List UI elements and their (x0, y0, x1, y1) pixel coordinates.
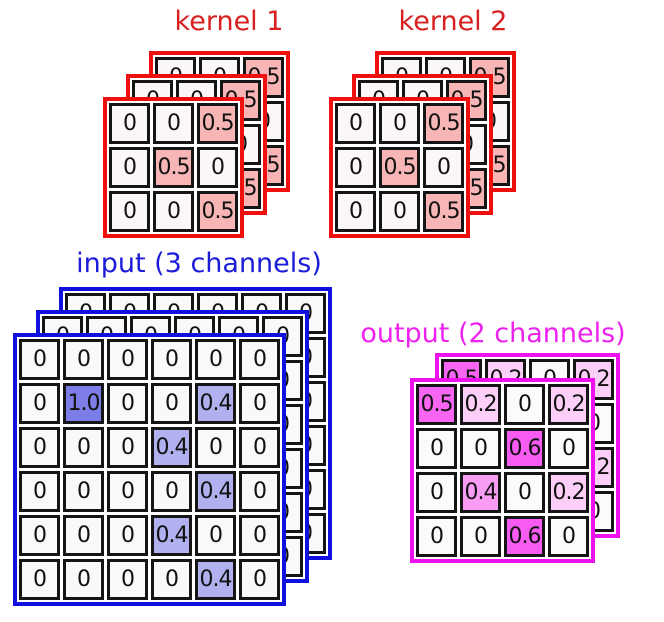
matrix-cell: 1.0 (63, 383, 104, 424)
matrix-cell: 0 (151, 383, 192, 424)
matrix-cell: 0 (195, 339, 236, 380)
kernel-1-title: kernel 1 (174, 6, 284, 37)
matrix-cell: 0 (109, 103, 150, 144)
matrix-cell: 0 (107, 383, 148, 424)
matrix-cell: 0 (63, 339, 104, 380)
matrix-cell: 0 (239, 383, 280, 424)
matrix-cell: 0.5 (379, 147, 420, 188)
matrix-cell: 0 (107, 427, 148, 468)
matrix-cell: 0 (195, 515, 236, 556)
matrix-cell: 0 (239, 427, 280, 468)
matrix-cell: 0 (19, 471, 60, 512)
input-title: input (3 channels) (76, 248, 322, 279)
matrix-cell: 0.4 (460, 472, 501, 513)
matrix-cell: 0 (107, 471, 148, 512)
matrix-cell: 0 (109, 191, 150, 232)
matrix-cell: 0 (63, 427, 104, 468)
matrix-cell: 0.4 (151, 515, 192, 556)
matrix-cell: 0 (195, 427, 236, 468)
kernel-2-title: kernel 2 (398, 6, 508, 37)
matrix-cell: 0 (504, 472, 545, 513)
matrix-cell: 0 (151, 471, 192, 512)
matrix-cell: 0 (423, 147, 464, 188)
matrix-cell: 0 (239, 471, 280, 512)
matrix-cell: 0 (63, 471, 104, 512)
matrix-cell: 0 (548, 428, 589, 469)
matrix-cell: 0.4 (195, 559, 236, 600)
matrix-cell: 0.2 (548, 384, 589, 425)
matrix-cell: 0.5 (423, 103, 464, 144)
matrix-cell: 0 (239, 515, 280, 556)
matrix-cell: 0 (19, 427, 60, 468)
matrix-cell: 0 (107, 515, 148, 556)
matrix-cell: 0 (151, 339, 192, 380)
matrix-cell: 0 (197, 147, 238, 188)
matrix-cell: 0 (416, 516, 457, 557)
matrix-cell: 0 (379, 191, 420, 232)
matrix-cell: 0 (239, 559, 280, 600)
output-title: output (2 channels) (360, 318, 626, 349)
matrix-cell: 0 (504, 384, 545, 425)
kernel-1-matrix-stack: 000.500.50000.5000.500.50000.5000.500.50… (103, 51, 290, 238)
matrix-cell: 0.5 (197, 103, 238, 144)
matrix-cell: 0 (151, 559, 192, 600)
matrix-cell: 0 (335, 191, 376, 232)
matrix-cell: 0 (109, 147, 150, 188)
matrix-cell: 0.4 (195, 383, 236, 424)
matrix-cell: 0.5 (153, 147, 194, 188)
matrix-cell: 0 (460, 516, 501, 557)
matrix-cell: 0 (379, 103, 420, 144)
matrix-cell: 0 (335, 147, 376, 188)
matrix-cell: 0 (63, 559, 104, 600)
matrix-cell: 0 (416, 472, 457, 513)
kernel-2-matrix-stack: 000.500.50000.5000.500.50000.5000.500.50… (329, 51, 516, 238)
matrix-cell: 0 (460, 428, 501, 469)
matrix-cell: 0.5 (197, 191, 238, 232)
matrix-cell: 0 (416, 428, 457, 469)
matrix-cell: 0 (153, 191, 194, 232)
matrix-cell: 0 (107, 559, 148, 600)
matrix-cell: 0 (548, 516, 589, 557)
matrix-cell: 0 (19, 559, 60, 600)
matrix-cell: 0.4 (195, 471, 236, 512)
matrix-cell: 0 (19, 339, 60, 380)
output-matrix-stack: 0.50.200.2000.6000.400.2000.600.50.200.2… (410, 353, 620, 563)
matrix-cell: 0 (107, 339, 148, 380)
matrix-cell: 0 (63, 515, 104, 556)
matrix-cell: 0.2 (548, 472, 589, 513)
matrix-cell: 0 (19, 515, 60, 556)
matrix-cell: 0 (239, 339, 280, 380)
matrix-cell: 0 (153, 103, 194, 144)
matrix-cell: 0.2 (460, 384, 501, 425)
matrix-cell: 0.4 (151, 427, 192, 468)
matrix-cell: 0.6 (504, 516, 545, 557)
matrix-cell: 0 (335, 103, 376, 144)
matrix-cell: 0.6 (504, 428, 545, 469)
matrix-cell: 0.5 (416, 384, 457, 425)
matrix-cell: 0.5 (423, 191, 464, 232)
matrix-cell: 0 (19, 383, 60, 424)
